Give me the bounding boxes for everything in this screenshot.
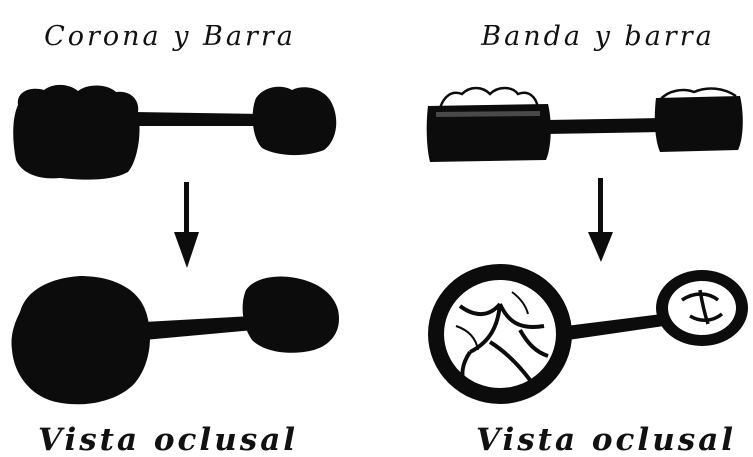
right-bar-occlusal [566, 314, 664, 340]
left-arrow-icon [174, 182, 199, 268]
left-panel-title: Corona y Barra [44, 21, 296, 52]
right-panel: Banda y barra [427, 21, 748, 457]
left-crown-side [13, 85, 139, 180]
left-panel: Corona y Barra Vista oclusal [11, 21, 339, 457]
left-abutment-side [253, 87, 337, 155]
right-panel-title: Banda y barra [480, 21, 714, 52]
right-arrow-icon [588, 178, 613, 262]
left-abutment-occlusal [243, 277, 339, 353]
left-crown-occlusal [11, 276, 150, 404]
left-bar-side [134, 112, 262, 126]
band-bar-occlusal-view [428, 264, 748, 404]
right-panel-caption: Vista oclusal [476, 422, 736, 457]
right-bar-side [546, 118, 662, 134]
left-bar-occlusal [144, 316, 254, 340]
left-panel-caption: Vista oclusal [38, 422, 298, 457]
band-bar-side-view [427, 88, 743, 162]
crown-bar-side-view [13, 85, 336, 180]
crown-bar-occlusal-view [11, 276, 339, 404]
right-abutment-band-side [655, 96, 743, 152]
